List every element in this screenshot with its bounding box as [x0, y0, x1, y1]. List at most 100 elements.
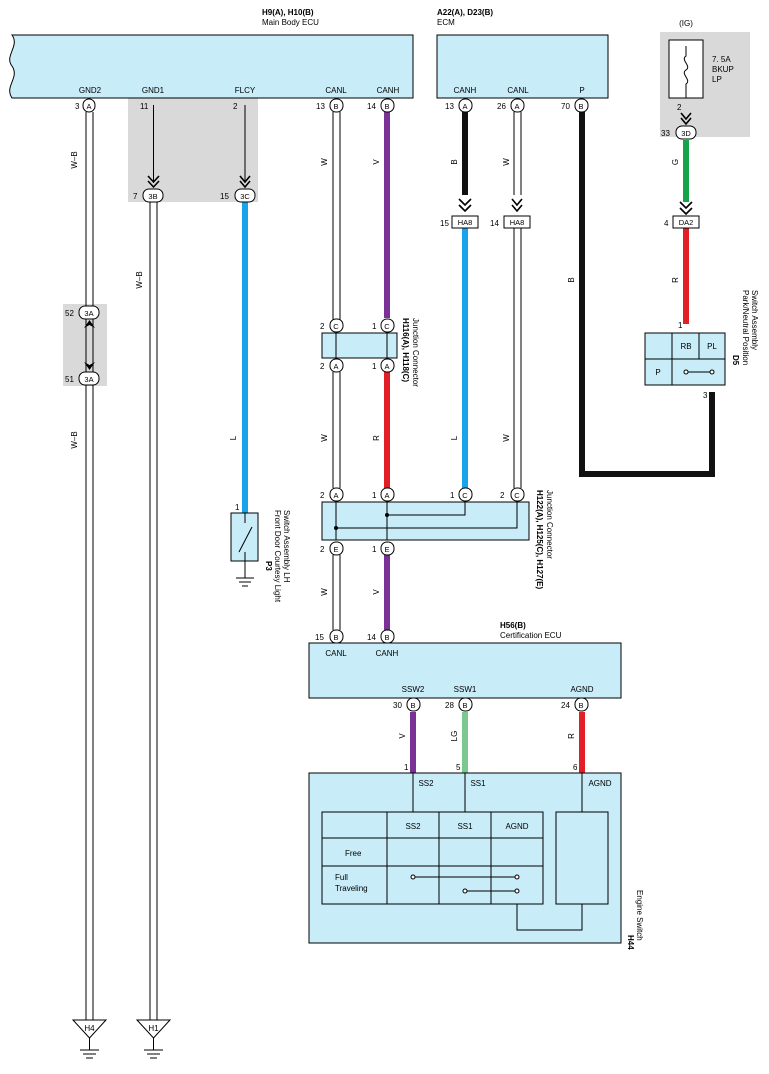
pin-number: 2	[320, 491, 325, 500]
fuse-name-1: BKUP	[712, 65, 734, 74]
pin-number: 2	[500, 491, 505, 500]
wire-label: W	[320, 434, 329, 442]
wire-canl-w	[332, 112, 341, 630]
pin-letter: 3B	[148, 192, 157, 201]
pin-number: 4	[664, 219, 669, 228]
pin-letter: C	[514, 491, 520, 500]
connector-ha8-canh	[451, 215, 479, 229]
ground-h4	[71, 1019, 108, 1059]
pin-letter: A	[384, 491, 389, 500]
wire-label: W	[502, 434, 511, 442]
pin-letter: B	[462, 701, 467, 710]
pin-letter: A	[514, 102, 519, 111]
pin-number: 3	[703, 391, 708, 400]
pin-number: 15	[315, 633, 324, 642]
wire-label: B	[450, 159, 459, 164]
wire-label: R	[671, 277, 680, 283]
pin-number: 70	[561, 102, 570, 111]
cert-pin-canh: CANH	[376, 649, 399, 658]
door-switch-name-2: Switch Assembly LH	[282, 510, 291, 583]
engine-pin-ss1: SS1	[470, 779, 486, 788]
wire-label: W–B	[135, 271, 144, 288]
main-body-ecu-name: Main Body ECU	[262, 18, 319, 27]
park-switch-contact	[683, 369, 689, 375]
wire-ecm-canl-w	[513, 112, 522, 488]
wire-label: W–B	[70, 431, 79, 448]
pin-letter: E	[333, 545, 338, 554]
jc-h122-code: H122(A), H125(C), H127(E)	[535, 490, 544, 589]
pin-number: 1	[372, 491, 377, 500]
pin-flcy-label: FLCY	[235, 86, 256, 95]
pin-letter: B	[384, 102, 389, 111]
pin-number: 1	[372, 362, 377, 371]
junction-connector-h122-box	[321, 501, 530, 541]
pin-letter: A	[333, 362, 338, 371]
junction-connector-h116-box	[321, 332, 398, 359]
park-switch-code: D5	[731, 355, 740, 366]
pin-letter: B	[384, 633, 389, 642]
cert-ecu-name: Certification ECU	[500, 631, 562, 640]
wire-label: V	[372, 589, 381, 595]
wire-label: LG	[450, 731, 459, 742]
pin-number: 15	[220, 192, 229, 201]
junction-dot	[334, 526, 338, 530]
park-switch-name-2: Switch Assembly	[750, 290, 759, 350]
cert-pin-ssw1: SSW1	[454, 685, 477, 694]
jc-h116-code: H116(A), H118(C)	[401, 318, 410, 382]
pin-letter: C	[462, 491, 468, 500]
pin-number: 3	[75, 102, 80, 111]
pin-letter: B	[333, 633, 338, 642]
ig-supply-label: (IG)	[679, 19, 693, 28]
wire-label: B	[567, 277, 576, 282]
ecm-code: A22(A), D23(B)	[437, 8, 493, 17]
pin-letter: E	[384, 545, 389, 554]
pin-letter: A	[384, 362, 389, 371]
pin-letter: 3A	[84, 375, 93, 384]
connector-da2-label: DA2	[679, 218, 694, 227]
wire-label: W	[502, 158, 511, 166]
pin-number: 14	[490, 219, 499, 228]
connector-pins	[78, 98, 697, 712]
cert-ecu-code: H56(B)	[500, 621, 526, 630]
connector-da2	[672, 215, 700, 229]
ecm-pin-canl-label: CANL	[507, 86, 529, 95]
ground-h1	[135, 1019, 172, 1059]
pin-letter: A	[333, 491, 338, 500]
pin-number: 11	[140, 102, 149, 111]
park-switch-pl: PL	[707, 342, 717, 351]
park-switch-rb: RB	[680, 342, 691, 351]
engine-switch-name: Engine Switch	[635, 890, 644, 941]
pin-number: 26	[497, 102, 506, 111]
pin-number: 51	[65, 375, 74, 384]
engine-switch-code: H44	[626, 935, 635, 950]
fuse-rating: 7. 5A	[712, 55, 731, 64]
chevron-arrows	[147, 112, 693, 216]
pin-number: 24	[561, 701, 570, 710]
park-switch-contact	[709, 369, 715, 375]
pin-number: 6	[573, 763, 578, 772]
fuse-icon	[683, 46, 689, 98]
pin-number: 1	[678, 321, 683, 330]
cert-pin-agnd: AGND	[570, 685, 593, 694]
wire-label: L	[229, 435, 238, 440]
wire-label: R	[372, 435, 381, 441]
engine-switch-contacts	[410, 874, 520, 894]
pin-number: 1	[372, 545, 377, 554]
engine-table-row-traveling: Traveling	[335, 884, 368, 893]
pin-letter: 3D	[681, 129, 691, 138]
pin-number: 1	[235, 503, 240, 512]
pin-number: 1	[372, 322, 377, 331]
wire-label: W	[320, 158, 329, 166]
door-switch-code: P3	[264, 561, 273, 571]
ecm-box	[436, 34, 609, 99]
pin-number: 13	[445, 102, 454, 111]
engine-pin-agnd: AGND	[588, 779, 611, 788]
wire-gnd1-wb	[149, 201, 158, 1020]
connector-ha8-label: HA8	[510, 218, 525, 227]
pin-number: 13	[316, 102, 325, 111]
connector-ha8-label: HA8	[458, 218, 473, 227]
engine-table-row-full: Full	[335, 873, 348, 882]
cert-pin-canl: CANL	[325, 649, 347, 658]
cert-pin-ssw2: SSW2	[402, 685, 425, 694]
pin-letter: B	[333, 102, 338, 111]
